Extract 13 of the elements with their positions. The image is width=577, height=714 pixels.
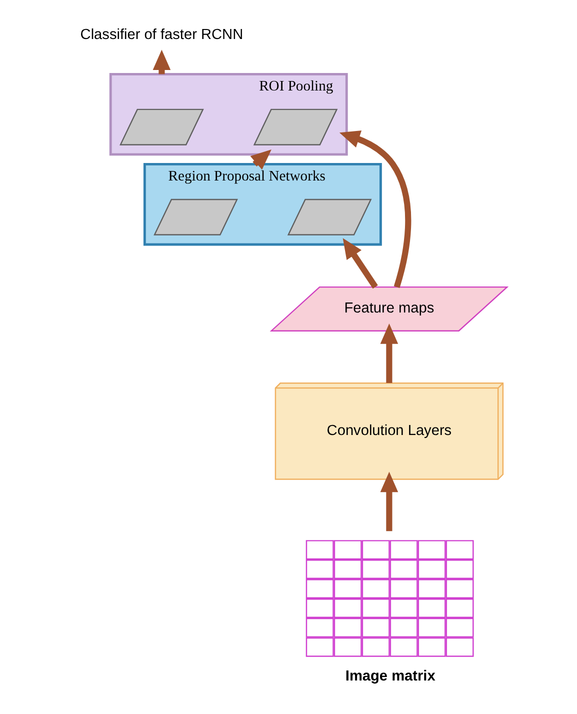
node-parallelogram: [253, 108, 338, 146]
arrow: [380, 324, 398, 383]
arrow: [339, 130, 412, 288]
node-parallelogram: [287, 198, 372, 236]
node-parallelogram: [120, 108, 204, 146]
node-text: Classifier of faster RCNN: [80, 27, 244, 43]
arrow: [380, 472, 398, 532]
arrow: [342, 238, 378, 289]
node-parallelogram: [154, 198, 238, 236]
cluster: ROI Pooling: [109, 72, 348, 156]
arrow: [250, 149, 272, 170]
node-label: Image matrix: [345, 668, 436, 685]
cluster: Region Proposal Networks: [143, 162, 382, 246]
